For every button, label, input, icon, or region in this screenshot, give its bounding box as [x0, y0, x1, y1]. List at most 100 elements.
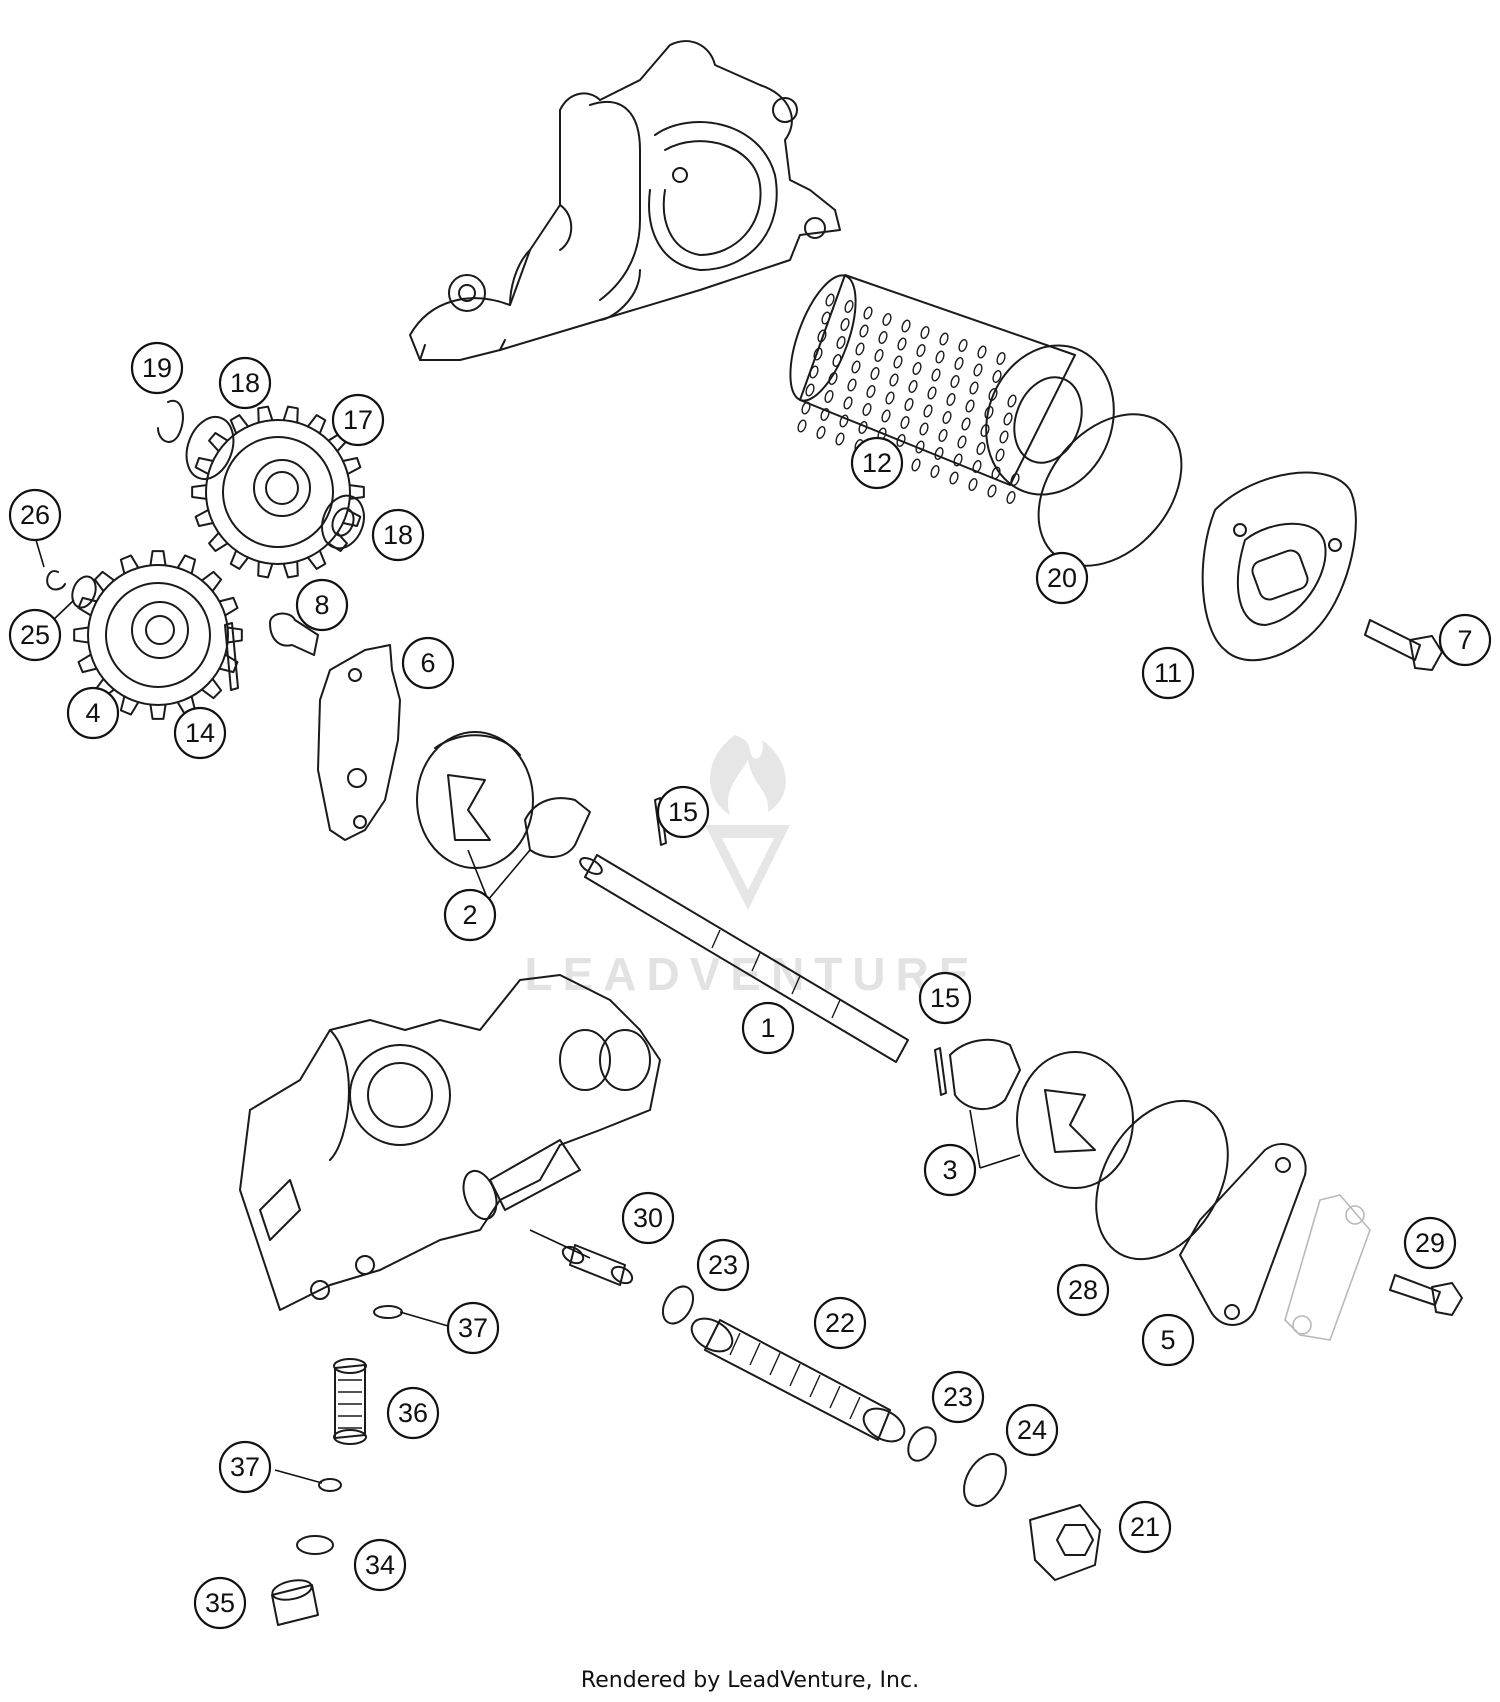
callout-14: 14: [173, 706, 227, 760]
circlip-26: [46, 570, 66, 591]
svg-text:14: 14: [185, 718, 215, 748]
pump-rotor-inner-2: [524, 797, 591, 858]
o-ring-20: [1037, 413, 1183, 567]
callout-8: 8: [295, 578, 349, 632]
callout-3: 3: [923, 1143, 977, 1197]
svg-text:30: 30: [633, 1203, 663, 1233]
callout-36: 36: [386, 1386, 440, 1440]
callout-11: 11: [1141, 646, 1195, 700]
oil-screen-22: [690, 1317, 906, 1443]
callout-22: 22: [813, 1296, 867, 1350]
circlip-19: [157, 399, 184, 443]
svg-text:26: 26: [20, 500, 50, 530]
o-ring-28: [1095, 1099, 1229, 1261]
callout-25: 25: [8, 608, 62, 662]
o-ring-37b: [318, 1478, 342, 1492]
svg-text:2: 2: [462, 900, 477, 930]
callout-1: 1: [741, 1001, 795, 1055]
valve-30: [561, 1244, 634, 1286]
svg-text:6: 6: [420, 648, 435, 678]
crankcase-bottom: [239, 974, 661, 1311]
bolt-7: [1364, 619, 1443, 671]
svg-text:12: 12: [862, 448, 892, 478]
svg-text:25: 25: [20, 620, 50, 650]
callout-4: 4: [66, 686, 120, 740]
svg-text:21: 21: [1130, 1512, 1160, 1542]
callout-34: 34: [353, 1538, 407, 1592]
svg-text:20: 20: [1047, 563, 1077, 593]
o-ring-37a: [373, 1305, 403, 1319]
bracket-faded: [1284, 1194, 1371, 1341]
callout-37b: 37: [218, 1440, 272, 1494]
svg-text:19: 19: [142, 353, 172, 383]
callout-6: 6: [401, 636, 455, 690]
o-ring-23b: [907, 1426, 937, 1462]
svg-text:8: 8: [314, 590, 329, 620]
svg-text:15: 15: [930, 983, 960, 1013]
svg-text:5: 5: [1160, 1325, 1175, 1355]
pump-cover-5: [1179, 1143, 1307, 1326]
washer-25: [71, 575, 97, 609]
svg-text:37: 37: [458, 1313, 488, 1343]
svg-text:18: 18: [230, 368, 260, 398]
washer-18a: [185, 416, 235, 480]
svg-text:22: 22: [825, 1308, 855, 1338]
callout-18a: 18: [218, 356, 272, 410]
footer-credit: Rendered by LeadVenture, Inc.: [580, 1668, 920, 1693]
callout-37a: 37: [446, 1301, 500, 1355]
svg-text:3: 3: [942, 1155, 957, 1185]
o-ring-23a: [661, 1285, 695, 1325]
plug-21: [1029, 1504, 1101, 1581]
callout-19: 19: [130, 341, 184, 395]
svg-text:34: 34: [365, 1550, 395, 1580]
oil-filter-element: [789, 274, 1115, 504]
callout-2: 2: [443, 888, 497, 942]
pin-15b: [934, 1047, 947, 1096]
leadventure-watermark: LEADVENTURE: [524, 735, 970, 1000]
callout-35: 35: [193, 1576, 247, 1630]
callout-15a: 15: [656, 785, 710, 839]
callout-24: 24: [1005, 1403, 1059, 1457]
svg-text:28: 28: [1068, 1275, 1098, 1305]
svg-text:7: 7: [1457, 625, 1472, 655]
filter-cover-11: [1201, 471, 1357, 662]
svg-text:11: 11: [1154, 658, 1182, 688]
callout-21: 21: [1118, 1500, 1172, 1554]
pump-rotor-outer-3: [1016, 1051, 1134, 1189]
o-ring-24: [963, 1453, 1007, 1507]
svg-text:1: 1: [760, 1013, 775, 1043]
pump-shaft-1: [579, 854, 909, 1063]
pin-14: [224, 622, 239, 691]
svg-text:29: 29: [1415, 1228, 1445, 1258]
callout-30: 30: [621, 1191, 675, 1245]
svg-text:18: 18: [383, 520, 413, 550]
svg-text:17: 17: [343, 405, 373, 435]
callout-labels: 1 2 3 4 5 6 7 8 11 12 14 15 15 17 18 18 …: [8, 341, 1492, 1630]
svg-text:35: 35: [205, 1588, 235, 1618]
leader-lines: [35, 539, 1021, 1484]
plug-35: [271, 1579, 319, 1626]
pump-rotor-inner-3: [949, 1038, 1021, 1111]
callout-5: 5: [1141, 1313, 1195, 1367]
washer-18b: [321, 494, 365, 550]
callout-23b: 23: [931, 1370, 985, 1424]
callout-23a: 23: [696, 1238, 750, 1292]
svg-text:37: 37: [230, 1452, 260, 1482]
callout-18b: 18: [371, 508, 425, 562]
callout-28: 28: [1056, 1263, 1110, 1317]
svg-text:4: 4: [85, 698, 100, 728]
svg-text:23: 23: [943, 1382, 973, 1412]
callout-20: 20: [1035, 551, 1089, 605]
oil-screen-36: [333, 1358, 367, 1445]
svg-text:15: 15: [668, 797, 698, 827]
svg-text:24: 24: [1017, 1415, 1047, 1445]
callout-26: 26: [8, 488, 62, 542]
gear-4: [73, 550, 243, 720]
callout-12: 12: [850, 436, 904, 490]
o-ring-34: [296, 1535, 334, 1555]
bolt-29: [1389, 1274, 1463, 1316]
svg-text:36: 36: [398, 1398, 428, 1428]
bolt-8: [269, 612, 319, 656]
washer-18b-inner: [331, 507, 355, 537]
